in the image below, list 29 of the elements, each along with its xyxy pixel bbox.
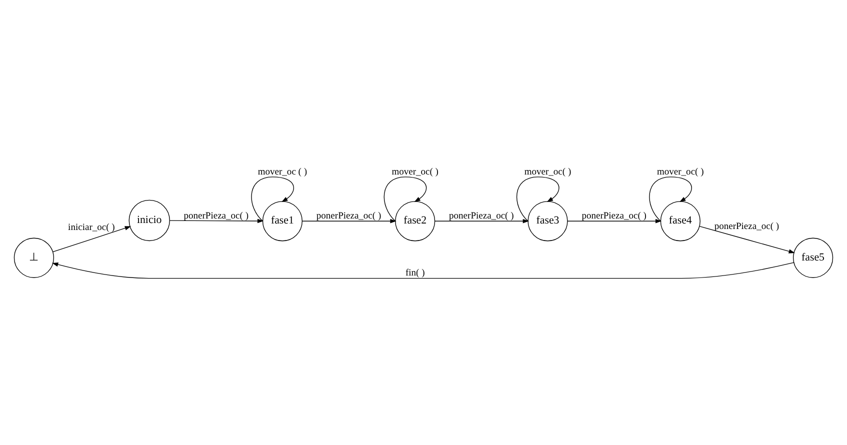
node-circle: fase2 (395, 201, 436, 242)
arrow (169, 218, 264, 224)
arrow (434, 219, 529, 224)
arrow (699, 226, 795, 254)
edge-label: ponerPieza_oc( ) (582, 212, 646, 222)
arrow (516, 176, 560, 222)
arrow (302, 219, 396, 224)
node-circle: ⊥ (14, 238, 54, 278)
arrow (384, 176, 427, 222)
edge-label: mover_oc( ) (392, 167, 438, 178)
edge-label: mover_oc( ) (524, 167, 572, 178)
edge-label: iniciar_oc( ) (68, 223, 115, 234)
node-circle: inicio (128, 200, 170, 242)
arrow (567, 219, 662, 224)
edge-label: fin( ) (405, 268, 425, 279)
edge-label: ponerPieza_oc( ) (316, 212, 382, 222)
node-circle: fase1 (262, 201, 303, 242)
edge-label: ponerPieza_oc( ) (449, 212, 514, 222)
arrow (251, 176, 294, 222)
node-circle: fase5 (792, 238, 834, 278)
edge-label: ponerPieza_oc( ) (714, 222, 780, 232)
node-circle: fase4 (660, 201, 700, 242)
arrow (649, 176, 692, 222)
arrow (52, 226, 131, 252)
arrow (52, 262, 794, 279)
edge-label: mover_oc( ) (657, 167, 704, 178)
node-circle: fase3 (528, 201, 568, 242)
edge-label: ponerPieza_oc( ) (184, 212, 248, 222)
edge-label: mover_oc ( ) (258, 167, 308, 178)
